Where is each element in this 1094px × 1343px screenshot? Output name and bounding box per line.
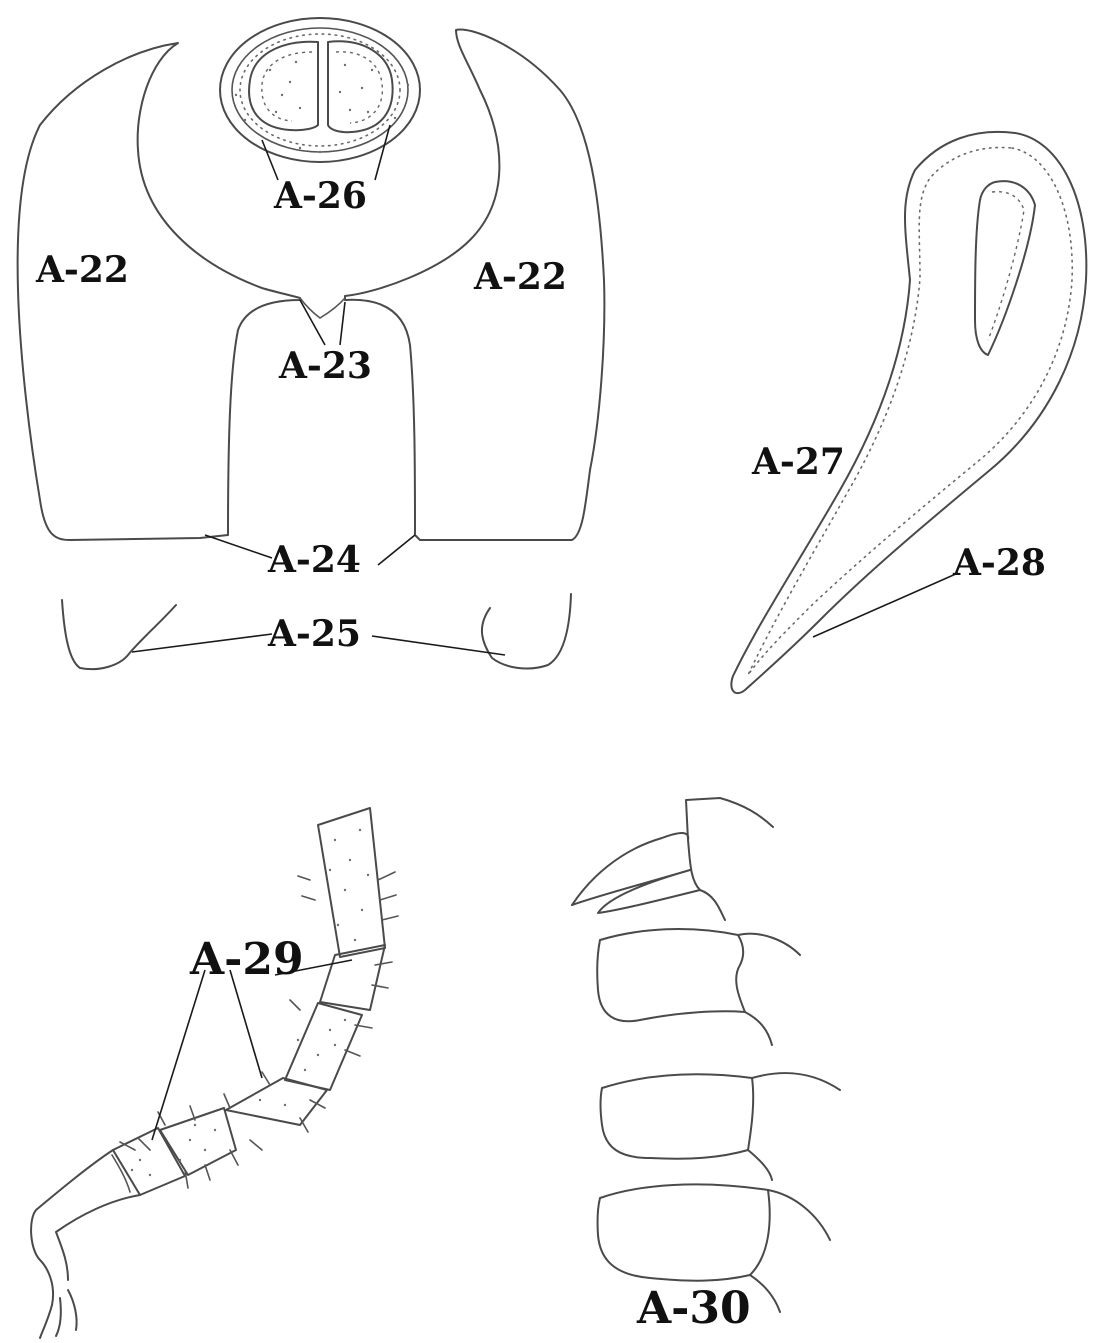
segmented-appendage-drawing: A-29 bbox=[31, 808, 398, 1338]
claw-inner-dotted bbox=[748, 147, 1072, 675]
label-a26: A-26 bbox=[273, 175, 367, 217]
right-lobe-outline bbox=[482, 594, 571, 669]
claw-structure-drawing: A-27 A-28 bbox=[731, 132, 1086, 693]
label-a22-right: A-22 bbox=[473, 256, 567, 298]
left-lobe-outline bbox=[62, 600, 176, 669]
labrum-stem-outline bbox=[300, 298, 345, 318]
label-a22-left: A-22 bbox=[35, 249, 129, 291]
label-a30: A-30 bbox=[636, 1283, 751, 1334]
lobed-segments-drawing: A-30 bbox=[572, 798, 840, 1334]
label-a28: A-28 bbox=[952, 542, 1046, 584]
head-capsule-drawing: A-22 A-22 A-26 A-23 A-24 A-25 bbox=[18, 18, 605, 669]
label-a27: A-27 bbox=[751, 441, 845, 483]
hypopharynx-drawing bbox=[220, 18, 420, 162]
label-a25: A-25 bbox=[267, 613, 361, 655]
claw-window-outline bbox=[975, 181, 1035, 355]
label-a24: A-24 bbox=[267, 539, 361, 581]
label-a29: A-29 bbox=[189, 934, 304, 985]
label-a23: A-23 bbox=[278, 345, 372, 387]
